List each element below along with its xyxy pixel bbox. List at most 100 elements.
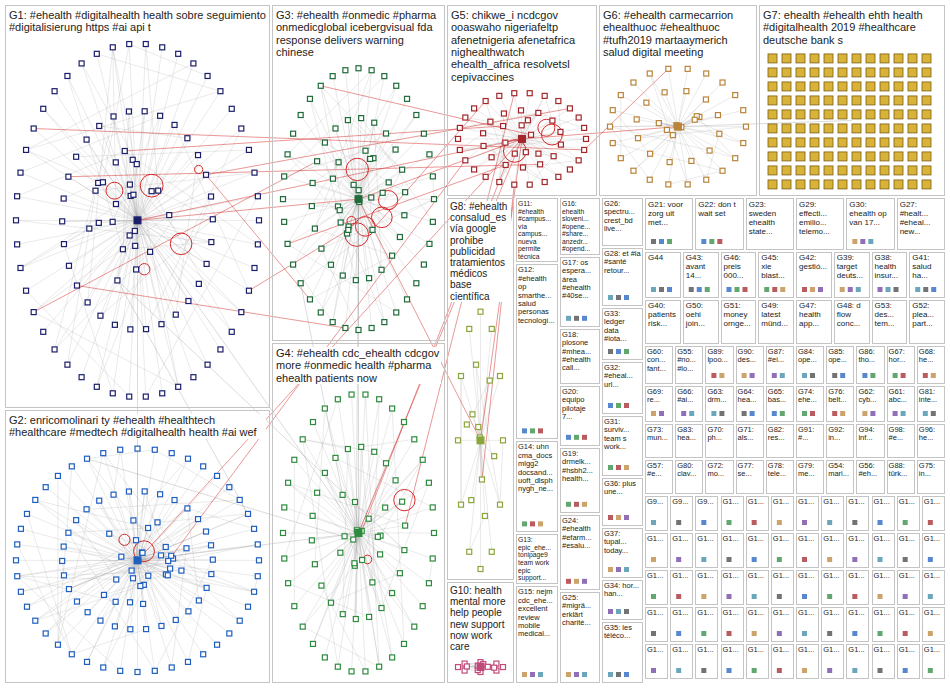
network-vertex	[741, 141, 746, 146]
network-vertex	[134, 538, 139, 543]
network-vertex	[487, 378, 492, 383]
network-vertex	[463, 115, 468, 120]
network-vertex	[880, 152, 889, 161]
network-vertex	[689, 158, 694, 163]
network-vertex	[318, 83, 323, 88]
self-loop	[194, 165, 202, 173]
network-vertex	[383, 505, 388, 510]
network-vertex	[312, 226, 317, 231]
group-label: G3: #ehealth #onmedic #pharma onmedicglo…	[276, 9, 441, 58]
cross-group-edge	[405, 93, 514, 525]
network-vertex	[772, 411, 777, 416]
network-vertex	[717, 131, 722, 136]
network-vertex	[852, 557, 857, 562]
network-vertex	[322, 470, 327, 475]
network-edge	[315, 409, 325, 565]
group-cell: G12: #ehealth op smarthe... salud person…	[516, 264, 558, 439]
network-edge	[103, 44, 129, 182]
network-edge	[138, 508, 188, 560]
network-vertex	[427, 241, 432, 246]
network-edge	[321, 86, 347, 234]
network-edge	[26, 220, 137, 290]
group-cell: G1...	[796, 607, 819, 642]
network-vertex	[85, 456, 90, 461]
network-vertex	[893, 373, 898, 378]
network-edge	[103, 560, 137, 667]
network-vertex	[824, 82, 833, 91]
group-label: G13: epic_ehe... tonipage9 team work epi…	[518, 536, 556, 581]
group-label: G1...	[798, 572, 817, 580]
network-vertex	[31, 310, 36, 315]
network-vertex	[903, 631, 908, 636]
network-vertex	[163, 544, 168, 549]
group-label: G1...	[924, 535, 943, 543]
network-vertex	[485, 664, 490, 669]
network-edge	[103, 182, 138, 220]
network-edge	[678, 95, 735, 127]
network-vertex	[237, 618, 242, 623]
group-cell: G62: cyb...	[856, 386, 884, 422]
network-vertex	[85, 659, 90, 664]
network-vertex	[160, 45, 165, 50]
network-vertex	[100, 180, 105, 185]
network-edge	[46, 557, 122, 634]
group-box: G1: #ehealth #digitalhealth health sobre…	[5, 5, 270, 408]
network-vertex	[478, 309, 483, 314]
network-edge	[359, 150, 396, 200]
network-vertex	[427, 152, 432, 157]
group-label: G1...	[773, 572, 792, 580]
group-cell: G64: hea...	[736, 386, 764, 422]
group-cell: G1...	[695, 607, 718, 642]
network-vertex	[659, 287, 664, 292]
network-vertex	[196, 517, 201, 522]
network-vertex	[173, 617, 178, 622]
network-vertex	[176, 51, 181, 56]
group-cell: G46: preis 000...	[721, 252, 757, 298]
network-vertex	[894, 96, 903, 105]
network-edge	[172, 548, 187, 667]
network-edge	[138, 150, 249, 220]
network-vertex	[356, 328, 361, 333]
network-vertex	[697, 287, 702, 292]
network-edge	[138, 173, 255, 221]
network-vertex	[146, 573, 151, 578]
network-vertex	[644, 100, 649, 105]
network-edge	[17, 576, 115, 602]
network-vertex	[796, 124, 805, 133]
network-vertex	[608, 672, 613, 677]
network-vertex	[838, 96, 847, 105]
network-edge	[345, 536, 415, 626]
network-vertex	[328, 600, 333, 605]
network-vertex	[173, 312, 178, 317]
network-vertex	[338, 220, 343, 225]
network-vertex	[239, 126, 244, 131]
network-vertex	[752, 668, 757, 673]
group-cell: G1...	[897, 533, 920, 568]
network-edge	[359, 533, 382, 608]
network-vertex	[169, 665, 174, 670]
network-edge	[67, 220, 137, 364]
network-vertex	[215, 642, 220, 647]
network-vertex	[412, 624, 417, 629]
network-vertex	[141, 601, 146, 606]
network-vertex	[319, 246, 324, 251]
network-vertex	[878, 668, 883, 673]
network-vertex	[852, 96, 861, 105]
network-vertex	[624, 515, 629, 520]
group-label: G88: türk...	[889, 462, 913, 479]
network-vertex	[66, 587, 71, 592]
network-vertex	[60, 558, 65, 563]
network-vertex	[146, 525, 151, 530]
network-edge	[288, 70, 372, 154]
group-label: G1...	[924, 498, 943, 506]
network-vertex	[257, 558, 262, 563]
network-vertex	[824, 152, 833, 161]
network-vertex	[488, 119, 493, 124]
network-vertex	[456, 665, 461, 670]
network-vertex	[616, 567, 621, 572]
group-cell: G1...	[796, 644, 819, 679]
network-edge	[21, 173, 138, 221]
group-label: G1...	[748, 646, 767, 654]
group-label: G1...	[823, 572, 842, 580]
network-vertex	[237, 497, 242, 502]
